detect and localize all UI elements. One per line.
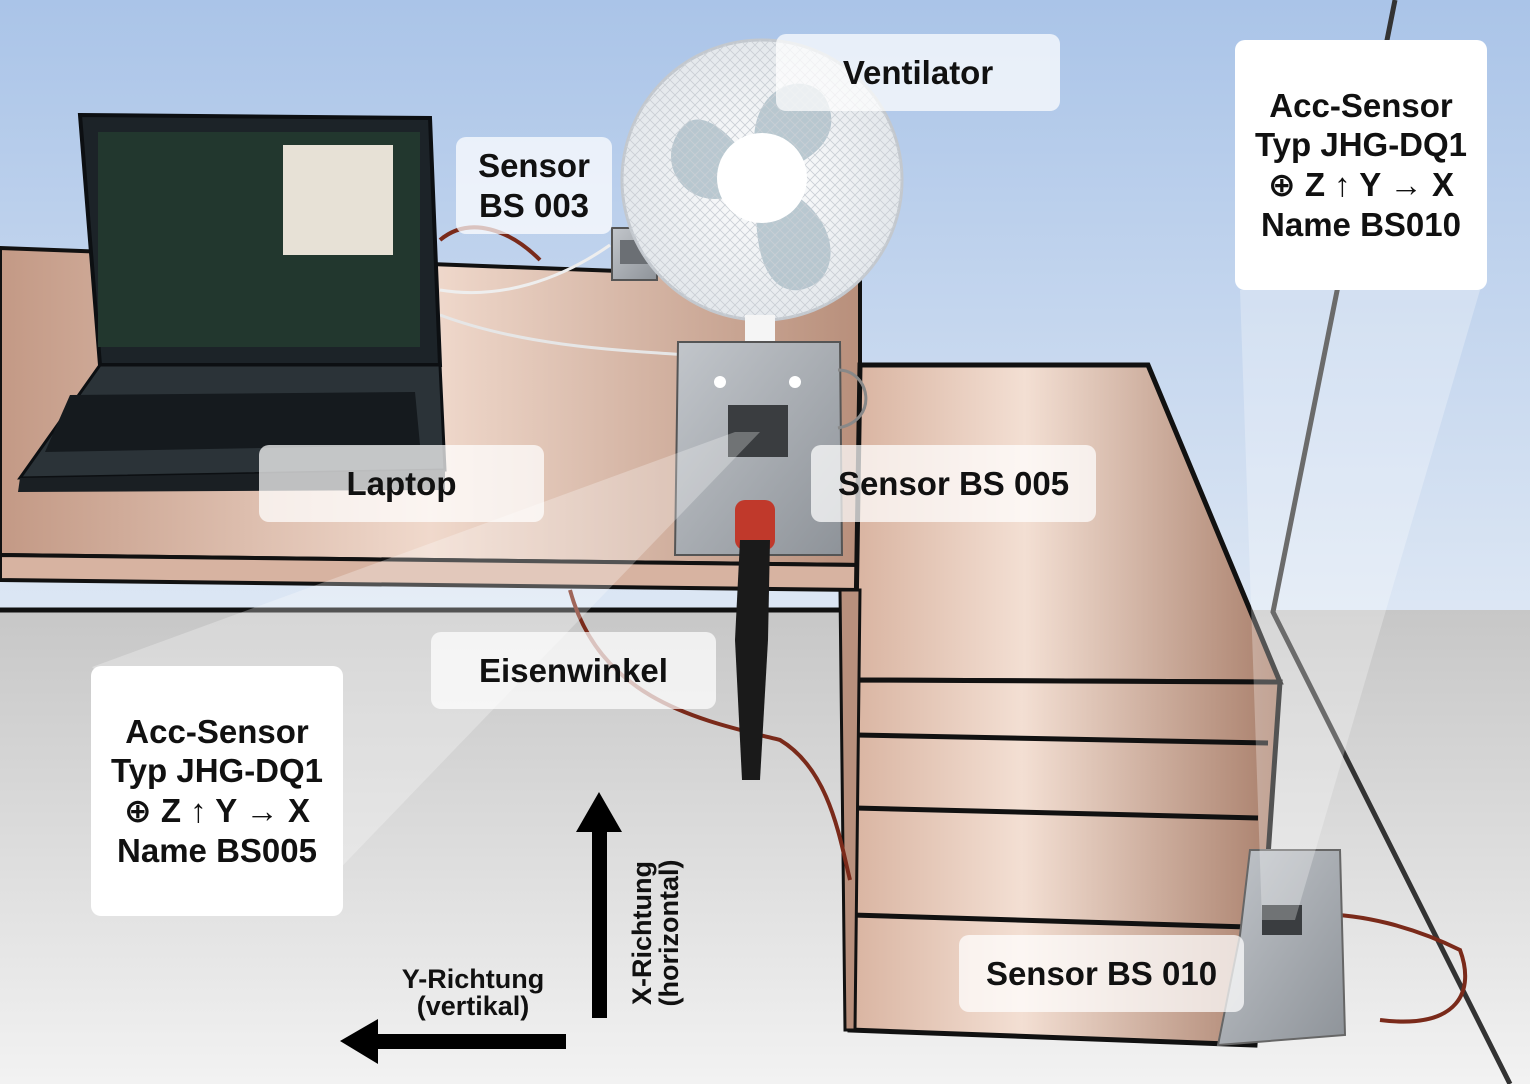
- sensor-info-box-bs010: Acc-Sensor Typ JHG-DQ1 ⊕ Z ↑ Y → X Name …: [1235, 40, 1487, 290]
- label-sensor-bs003: Sensor BS 003: [456, 137, 612, 234]
- info-bs010-line2: Typ JHG-DQ1: [1254, 126, 1468, 164]
- info-bs010-line3: ⊕ Z ↑ Y → X: [1268, 166, 1454, 203]
- callout-beam-right: [1240, 290, 1480, 920]
- x-direction-arrow: [576, 792, 622, 1018]
- info-bs005-line4: Name BS005: [117, 831, 317, 869]
- label-ventilator: Ventilator: [776, 34, 1060, 111]
- drawer-line-1: [855, 732, 1269, 746]
- iron-angle-bs005: [673, 341, 868, 780]
- drawer-line-3: [851, 912, 1249, 930]
- label-sensor-bs005: Sensor BS 005: [811, 445, 1096, 522]
- x-direction-line2: (horizontal): [654, 859, 684, 1007]
- info-bs010-line1: Acc-Sensor: [1269, 86, 1453, 124]
- x-direction-line1: X-Richtung: [627, 861, 657, 1005]
- cabinet-side: [838, 588, 862, 1032]
- label-ventilator-text: Ventilator: [842, 53, 994, 91]
- info-bs010-line4: Name BS010: [1261, 205, 1461, 243]
- info-bs005-line2: Typ JHG-DQ1: [110, 752, 324, 790]
- y-direction-line2: (vertikal): [416, 991, 530, 1021]
- label-sensor-bs010: Sensor BS 010: [959, 935, 1244, 1012]
- info-bs005-line1: Acc-Sensor: [125, 712, 309, 750]
- label-eisenwinkel: Eisenwinkel: [431, 632, 716, 709]
- cable-usb-2: [439, 313, 691, 357]
- cable-bs010: [1299, 912, 1468, 1024]
- label-sensor-bs005-text: Sensor BS 005: [837, 464, 1070, 502]
- label-laptop-text: Laptop: [346, 464, 457, 502]
- y-direction-label: Y-Richtung (vertikal): [388, 966, 558, 1020]
- label-laptop: Laptop: [259, 445, 544, 522]
- label-eisenwinkel-text: Eisenwinkel: [479, 651, 668, 689]
- label-sensor-bs010-text: Sensor BS 010: [985, 954, 1218, 992]
- x-direction-label: X-Richtung (horizontal): [627, 813, 684, 1053]
- cable-usb: [439, 243, 611, 294]
- sensor-info-box-bs005: Acc-Sensor Typ JHG-DQ1 ⊕ Z ↑ Y → X Name …: [91, 666, 343, 916]
- drawer-line-2: [854, 805, 1259, 821]
- info-bs005-line3: ⊕ Z ↑ Y → X: [124, 792, 310, 829]
- y-direction-arrow: [340, 1019, 566, 1064]
- label-sensor-bs003-line1: Sensor: [478, 146, 590, 184]
- label-sensor-bs003-line2: BS 003: [478, 186, 590, 224]
- y-direction-line1: Y-Richtung: [401, 964, 545, 994]
- iron-angle-bs010: [1216, 849, 1347, 1047]
